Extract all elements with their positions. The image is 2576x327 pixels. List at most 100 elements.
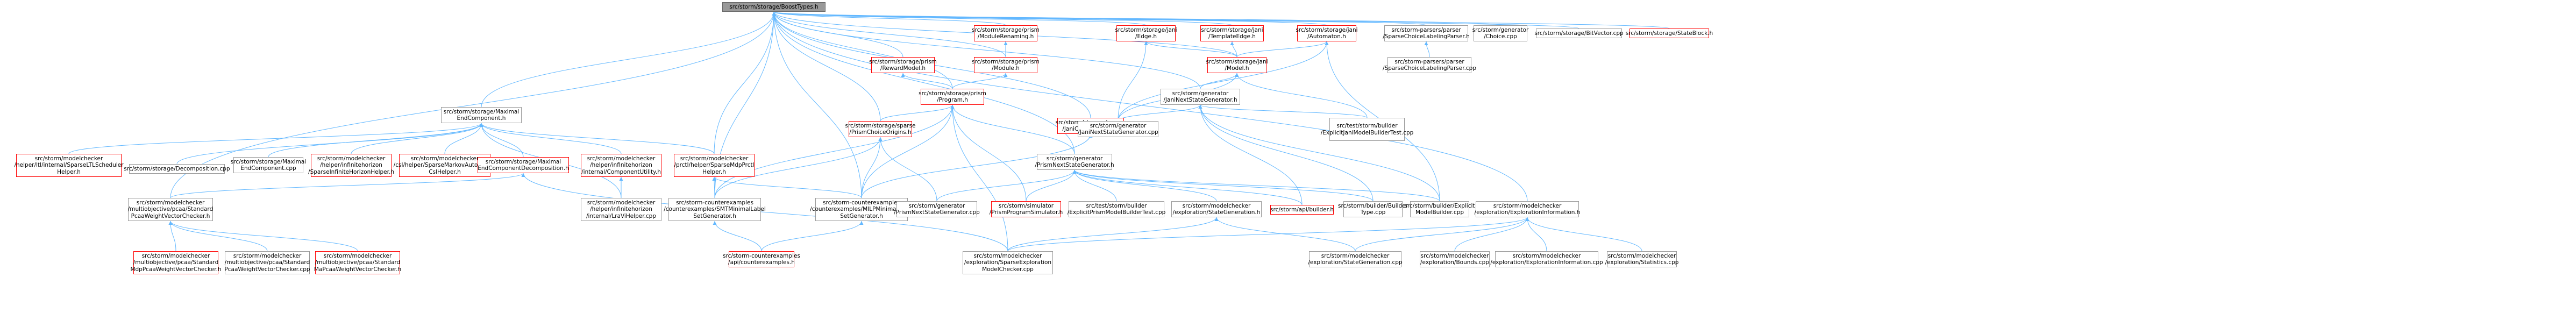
edge-prismprogram-to-prismorigins	[880, 104, 955, 122]
graph-node-stats[interactable]: src/storm/modelchecker /exploration/Stat…	[1605, 251, 1678, 267]
graph-node-infhorizon[interactable]: src/storm/modelchecker /helper/infiniteh…	[308, 154, 394, 177]
graph-node-ctlmarkov[interactable]: src/storm/modelchecker /csl/helper/Spars…	[394, 154, 496, 177]
edge-statgen_h-to-statgen_cpp	[1214, 217, 1356, 252]
edge-root-to-maxec	[481, 11, 776, 108]
graph-node-buildertype[interactable]: src/storm/builder/Builder Type.cpp	[1338, 201, 1408, 217]
graph-node-sparseexpl[interactable]: src/storm/modelchecker /exploration/Spar…	[963, 251, 1053, 274]
graph-node-decomp[interactable]: src/storm/storage/Decomposition.cpp	[124, 164, 230, 174]
graph-node-choicecpp[interactable]: src/storm/generator /Choice.cpp	[1472, 25, 1528, 41]
edge-explinfo-to-statgen_cpp	[1355, 217, 1529, 252]
graph-node-janinsgcpp[interactable]: src/storm/generator /JaniNextStateGenera…	[1078, 121, 1158, 137]
edge-prctlmdp-to-milplabel	[712, 176, 862, 198]
graph-node-explinfo_cpp[interactable]: src/storm/modelchecker /exploration/Expl…	[1490, 251, 1603, 267]
graph-node-modrenaming[interactable]: src/storm/storage/prism /ModuleRenaming.…	[972, 25, 1040, 41]
graph-node-maxeccpp[interactable]: src/storm/storage/Maximal EndComponent.c…	[231, 157, 306, 173]
edge-pcaa-to-pcaa_cpp	[168, 221, 268, 252]
edge-janiauto-to-janimodel	[1236, 41, 1329, 58]
edge-janinsg-to-apibuilder	[1198, 104, 1303, 205]
graph-node-janinsg[interactable]: src/storm/generator /JaniNextStateGenera…	[1161, 89, 1240, 105]
edge-janinsg-to-explijanitest	[1198, 104, 1368, 118]
graph-node-maxec[interactable]: src/storm/storage/Maximal EndComponent.h	[441, 107, 522, 123]
edge-prismnsg-to-prismnsgcpp	[936, 169, 1077, 202]
graph-node-choiceparser_h[interactable]: src/storm-parsers/parser /SparseChoiceLa…	[1383, 25, 1470, 41]
edge-pcaa-to-pcaa_ma	[168, 221, 358, 252]
graph-node-explinfo[interactable]: src/storm/modelchecker /exploration/Expl…	[1475, 201, 1580, 217]
edge-prismprogram-to-sparseexpl	[950, 104, 1008, 252]
graph-node-prctlmdp[interactable]: src/storm/modelchecker /prctl/helper/Spa…	[674, 154, 755, 177]
edge-janimodel-to-janinsg	[1200, 73, 1239, 89]
edge-root-to-stateblock	[772, 11, 1670, 29]
edge-prismnsg-to-buildertype	[1072, 169, 1374, 202]
graph-node-mecdecomp[interactable]: src/storm/storage/Maximal EndComponentDe…	[478, 157, 569, 173]
edge-statgen_h-to-sparseexpl	[1007, 217, 1219, 252]
edge-janinsg-to-explbuilder	[1198, 104, 1440, 202]
edge-explinfo-to-explinfo_cpp	[1525, 217, 1547, 252]
edge-maxec-to-ecutil	[479, 123, 622, 154]
edge-mecdecomp-to-sparseexpl	[521, 173, 1008, 252]
graph-node-simulator[interactable]: src/storm/simulator /PrismProgramSimulat…	[990, 201, 1063, 217]
graph-node-pcaa_mdp[interactable]: src/storm/modelchecker /multiobjective/p…	[130, 251, 222, 274]
edge-root-to-choiceparser_h	[772, 11, 1427, 26]
edge-janiauto-to-janinsgcpp	[1118, 41, 1329, 122]
graph-node-explbuilder[interactable]: src/storm/builder/Explicit ModelBuilder.…	[1404, 201, 1475, 217]
edge-janiedge-to-janinsgcpp	[1118, 41, 1148, 122]
edge-janimodel-to-explijanitest	[1235, 73, 1368, 118]
edge-rewmodel-to-prismprogram	[901, 73, 953, 89]
graph-node-prismnsgcpp[interactable]: src/storm/generator /PrismNextStateGener…	[894, 201, 980, 217]
graph-node-pcaa_cpp[interactable]: src/storm/modelchecker /multiobjective/p…	[224, 251, 310, 274]
graph-node-milplabel[interactable]: src/storm-counterexamples /counterexampl…	[810, 198, 913, 221]
graph-node-pcaa[interactable]: src/storm/modelchecker /multiobjective/p…	[128, 198, 213, 221]
graph-node-choiceparser_cpp[interactable]: src/storm-parsers/parser /SparseChoiceLa…	[1383, 57, 1476, 73]
graph-node-bounds[interactable]: src/storm/modelchecker /exploration/Boun…	[1420, 251, 1490, 267]
graph-node-explijanitest[interactable]: src/test/storm/builder /ExplicitJaniMode…	[1321, 118, 1413, 141]
edge-janitmpl-to-janimodel	[1230, 41, 1237, 58]
edge-explinfo-to-stats	[1525, 217, 1642, 252]
edge-prismprogram-to-milplabel	[861, 104, 955, 198]
graph-node-apibuilder[interactable]: src/storm/api/builder.h	[1270, 205, 1334, 215]
edge-prismnsg-to-explbuilder	[1072, 169, 1440, 202]
edge-milplabel-to-cexapi	[761, 221, 864, 252]
edge-mecdecomp-to-pcaa	[170, 173, 525, 198]
graph-node-explprismtest[interactable]: src/test/storm/builder /ExplicitPrismMod…	[1068, 201, 1165, 217]
edge-janinsg-to-janinsgcpp	[1118, 104, 1202, 122]
graph-node-smtlabel[interactable]: src/storm-counterexamples /counterexampl…	[664, 198, 766, 221]
graph-node-bitvector[interactable]: src/storm/storage/BitVector.cpp	[1534, 29, 1624, 38]
graph-node-cexapi[interactable]: src/storm-counterexamples /api/counterex…	[723, 251, 800, 267]
graph-node-prismnsg[interactable]: src/storm/generator /PrismNextStateGener…	[1035, 154, 1114, 170]
graph-node-prismorigins[interactable]: src/storm/storage/sparse /PrismChoiceOri…	[845, 121, 916, 137]
graph-node-janiauto[interactable]: src/storm/storage/jani /Automaton.h	[1296, 25, 1358, 41]
graph-node-ecutil[interactable]: src/storm/modelchecker /helper/infiniteh…	[581, 154, 661, 177]
edge-janiedge-to-janimodel	[1144, 41, 1237, 58]
edge-smtlabel-to-cexapi	[713, 221, 762, 252]
graph-node-stateblock[interactable]: src/storm/storage/StateBlock.h	[1626, 29, 1713, 38]
graph-node-tvbh[interactable]: src/storm/modelchecker /helper/ltl/inter…	[14, 154, 124, 177]
graph-node-rewmodel[interactable]: src/storm/storage/prism /RewardModel.h	[869, 57, 937, 73]
graph-node-root[interactable]: src/storm/storage/BoostTypes.h	[722, 2, 826, 12]
edge-root-to-prctlmdp	[714, 11, 776, 154]
edge-root-to-milplabel	[772, 11, 862, 198]
edge-root-to-prismprogram	[772, 11, 953, 89]
edge-root-to-prismmodule	[772, 11, 1006, 58]
edge-prismnsg-to-simulator	[1026, 169, 1077, 202]
edge-root-to-janinsg	[772, 11, 1201, 89]
edge-explinfo-to-sparseexpl	[1007, 217, 1529, 252]
graph-node-lra[interactable]: src/storm/modelchecker /helper/infiniteh…	[581, 198, 661, 221]
edge-prismprogram-to-smtlabel	[714, 104, 955, 198]
graph-node-statgen_h[interactable]: src/storm/modelchecker /exploration/Stat…	[1171, 201, 1262, 217]
edge-prismorigins-to-smtlabel	[714, 137, 883, 198]
graph-node-janiedge[interactable]: src/storm/storage/jani /Edge.h	[1115, 25, 1177, 41]
edge-prismnsg-to-explprismtest	[1072, 169, 1117, 202]
graph-node-janitmpl[interactable]: src/storm/storage/jani /TemplateEdge.h	[1200, 25, 1264, 41]
graph-node-pcaa_ma[interactable]: src/storm/modelchecker /multiobjective/p…	[314, 251, 401, 274]
graph-node-prismprogram[interactable]: src/storm/storage/prism /Program.h	[919, 89, 986, 105]
edge-maxec-to-ctlmarkov	[444, 123, 483, 154]
edge-prctlmdp-to-smtlabel	[712, 176, 716, 198]
graph-node-janimodel[interactable]: src/storm/storage/jani /Model.h	[1206, 57, 1268, 73]
edge-root-to-pcaa	[170, 11, 776, 198]
graph-node-prismmodule[interactable]: src/storm/storage/prism /Module.h	[972, 57, 1040, 73]
edge-prismorigins-to-prismnsgcpp	[878, 137, 937, 202]
edge-explinfo-to-bounds	[1454, 217, 1529, 252]
edge-prismnsg-to-statgen_h	[1072, 169, 1217, 202]
graph-node-statgen_cpp[interactable]: src/storm/modelchecker /exploration/Stat…	[1308, 251, 1403, 267]
